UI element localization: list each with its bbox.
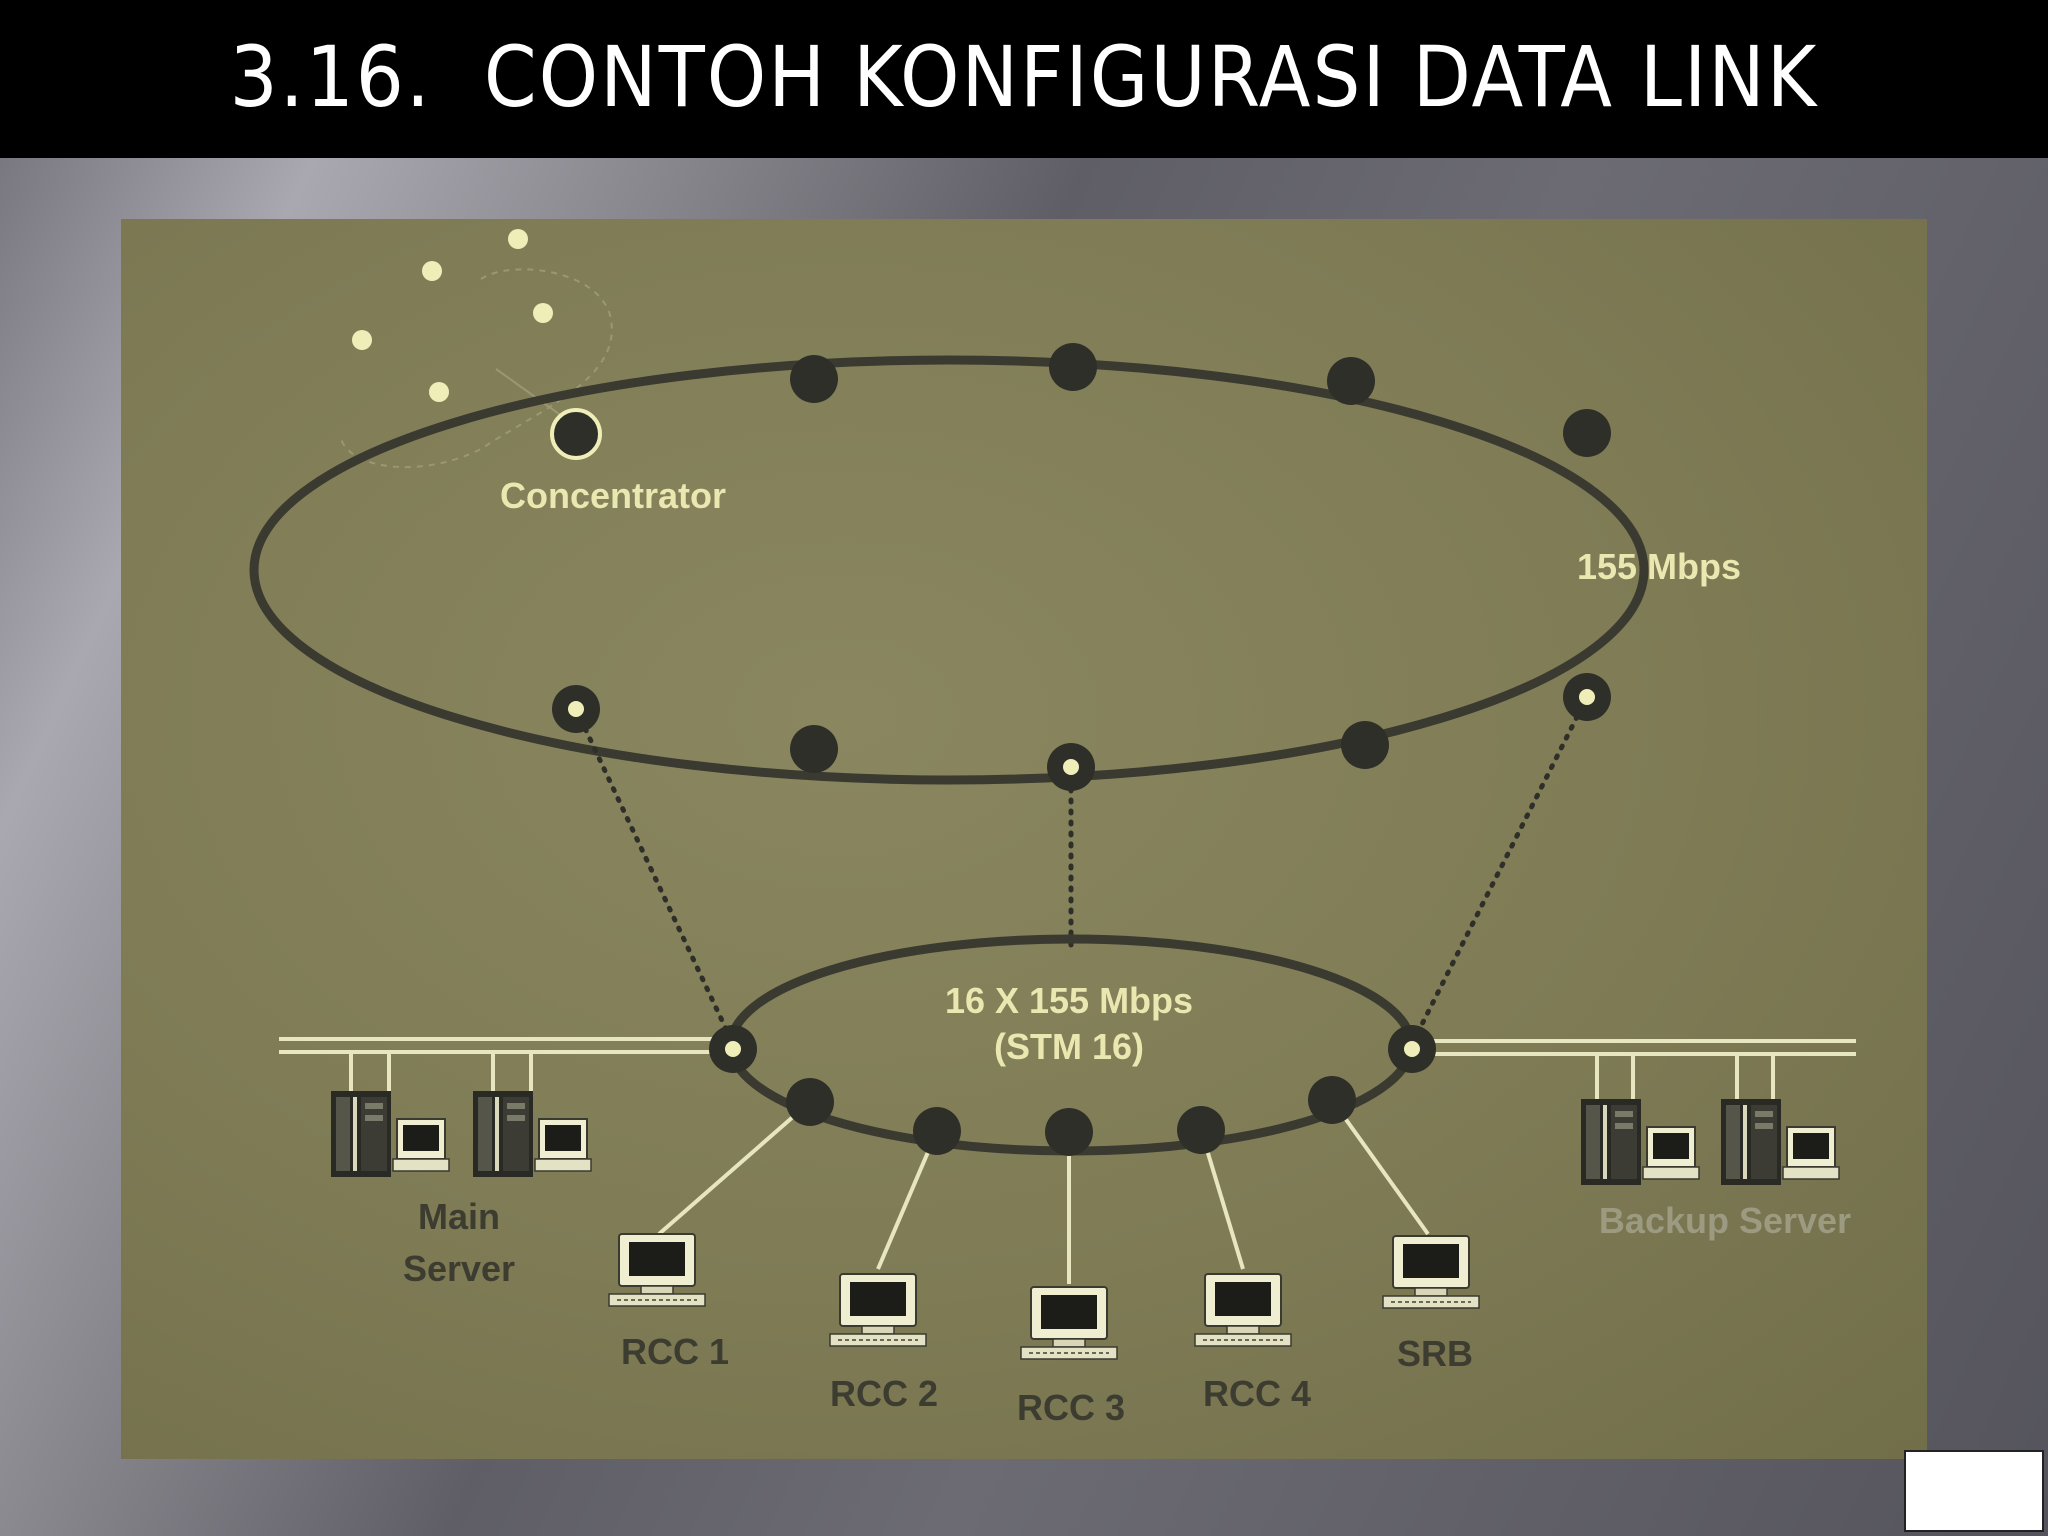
trunk-link-left — [573, 706, 736, 1047]
rcc2-computer-icon — [829, 1273, 927, 1347]
rcc3-computer-icon — [1020, 1286, 1118, 1360]
rcc2-label: RCC 2 — [830, 1373, 938, 1414]
cluster-node — [429, 382, 449, 402]
concentrator-label: Concentrator — [500, 475, 726, 516]
diagram-canvas: Concentrator 155 Mbps 16 X 155 Mbps (STM… — [249, 229, 1856, 1428]
gateway-dot — [1404, 1041, 1420, 1057]
cluster-node — [508, 229, 528, 249]
inner-ring-standard-label: (STM 16) — [994, 1026, 1144, 1067]
main-server-label: Server — [403, 1248, 515, 1289]
ring-node — [790, 725, 838, 773]
backup-server-icon — [1580, 1098, 1700, 1186]
rcc4-computer-icon — [1194, 1273, 1292, 1347]
inner-node-rcc3 — [1045, 1108, 1093, 1156]
srb-link — [1330, 1098, 1430, 1236]
ring-node — [1341, 721, 1389, 769]
rcc1-label: RCC 1 — [621, 1331, 729, 1372]
slide-title: 3.16. CONTOH KONFIGURASI DATA LINK — [229, 28, 1819, 126]
gateway-dot — [568, 701, 584, 717]
gateway-dot — [725, 1041, 741, 1057]
concentrator-node — [550, 408, 602, 460]
srb-label: SRB — [1397, 1333, 1473, 1374]
inner-node-rcc1 — [786, 1078, 834, 1126]
inner-ring-speed-label: 16 X 155 Mbps — [945, 980, 1193, 1021]
ring-node — [1563, 409, 1611, 457]
cluster-node — [422, 261, 442, 281]
main-server-icon — [330, 1090, 450, 1178]
ring-node — [1327, 357, 1375, 405]
rcc3-label: RCC 3 — [1017, 1387, 1125, 1428]
inner-node-srb — [1308, 1076, 1356, 1124]
outer-ring — [249, 355, 1649, 785]
inner-node-rcc2 — [913, 1107, 961, 1155]
rcc2-link — [876, 1130, 939, 1270]
trunk-link-right — [1409, 694, 1590, 1047]
ring-node — [790, 355, 838, 403]
cluster-node — [533, 303, 553, 323]
backup-server-icon — [1720, 1098, 1840, 1186]
srb-computer-icon — [1382, 1235, 1480, 1309]
rcc1-computer-icon — [608, 1233, 706, 1307]
gateway-dot — [1063, 759, 1079, 775]
outer-ring-speed-label: 155 Mbps — [1577, 546, 1741, 587]
rcc1-link — [657, 1100, 812, 1236]
inner-node-rcc4 — [1177, 1106, 1225, 1154]
backup-server-label: Backup Server — [1599, 1200, 1851, 1241]
concentrator-link — [495, 368, 567, 420]
gateway-dot — [1579, 689, 1595, 705]
network-diagram: Concentrator 155 Mbps 16 X 155 Mbps (STM… — [121, 219, 1927, 1459]
title-bar: 3.16. CONTOH KONFIGURASI DATA LINK — [0, 0, 2048, 158]
cluster-node — [352, 330, 372, 350]
main-server-icon — [472, 1090, 592, 1178]
main-server-label: Main — [418, 1196, 500, 1237]
rcc4-label: RCC 4 — [1203, 1373, 1311, 1414]
rcc4-link — [1199, 1129, 1245, 1270]
slide-corner-box — [1904, 1450, 2044, 1532]
concentrator-cluster-ring — [340, 268, 613, 469]
ring-node — [1049, 343, 1097, 391]
